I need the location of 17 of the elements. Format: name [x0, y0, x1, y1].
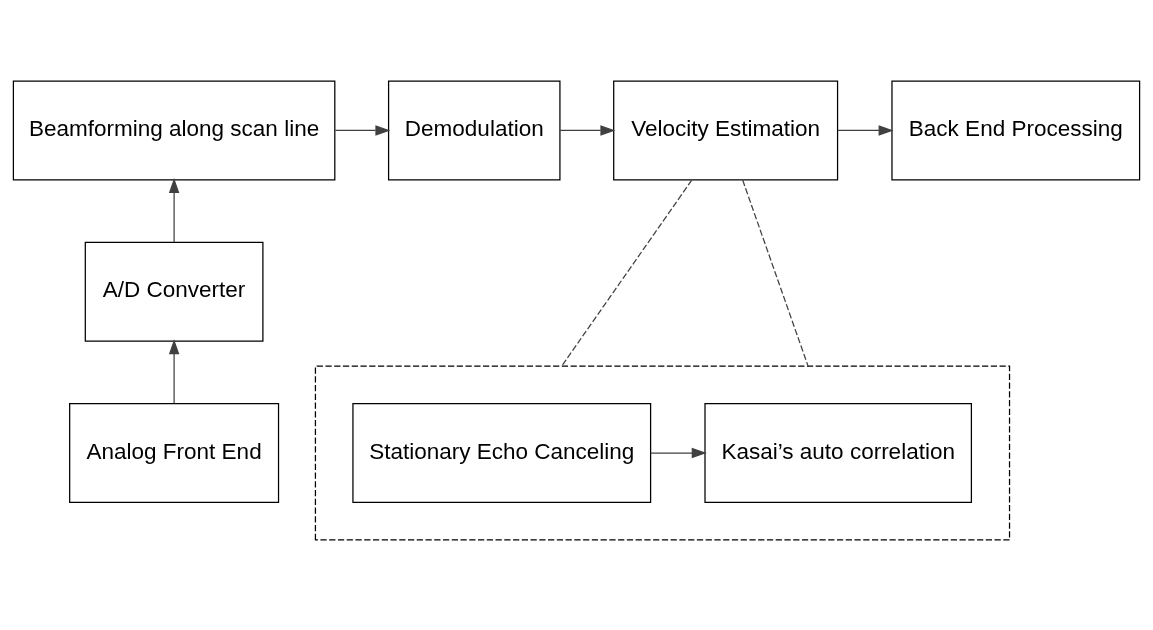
node-box: Kasai’s auto correlation: [704, 402, 972, 503]
node-box: Analog Front End: [69, 402, 280, 503]
arrow: [168, 338, 180, 404]
connector: [561, 179, 693, 367]
node-box: Beamforming along scan line: [12, 79, 336, 180]
node-box: A/D Converter: [84, 241, 264, 342]
arrow: [334, 124, 391, 136]
node-box: Stationary Echo Canceling: [352, 402, 652, 503]
node-box: Back End Processing: [891, 79, 1141, 180]
node-box: Demodulation: [387, 79, 561, 180]
arrow: [837, 124, 894, 136]
arrow: [168, 177, 180, 243]
arrow: [649, 447, 707, 458]
arrow: [559, 124, 616, 136]
node-box: Velocity Estimation: [613, 79, 839, 180]
connector: [742, 179, 809, 367]
cluster: [314, 365, 1011, 541]
